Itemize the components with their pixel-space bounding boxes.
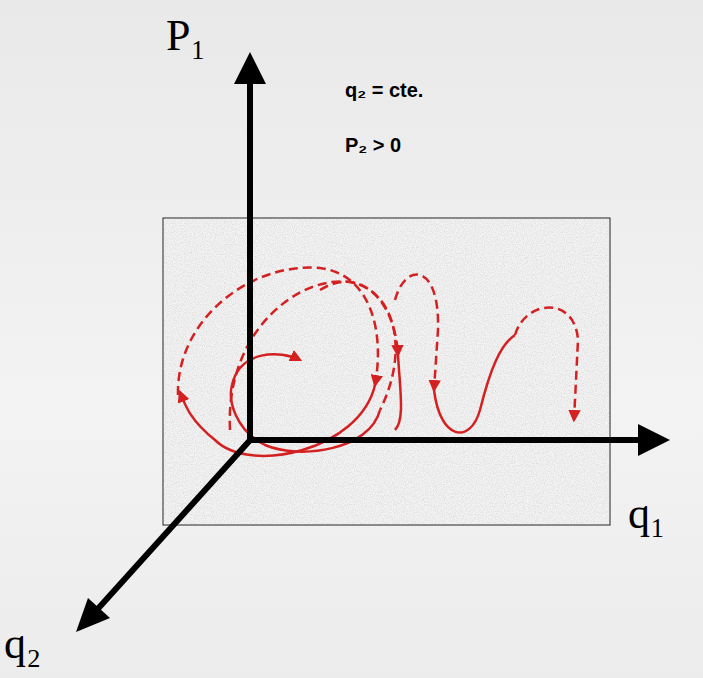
axis-label: P₁ <box>166 14 206 58</box>
axes <box>76 52 670 632</box>
plane-texture <box>164 219 609 524</box>
condition-note: q₂ = cte. <box>345 80 423 100</box>
plane <box>163 218 610 525</box>
axis-label: q₁ <box>628 492 665 536</box>
trajectory <box>178 268 578 456</box>
axis-label: q₂ <box>4 622 41 666</box>
condition-note: P₂ > 0 <box>345 135 401 155</box>
